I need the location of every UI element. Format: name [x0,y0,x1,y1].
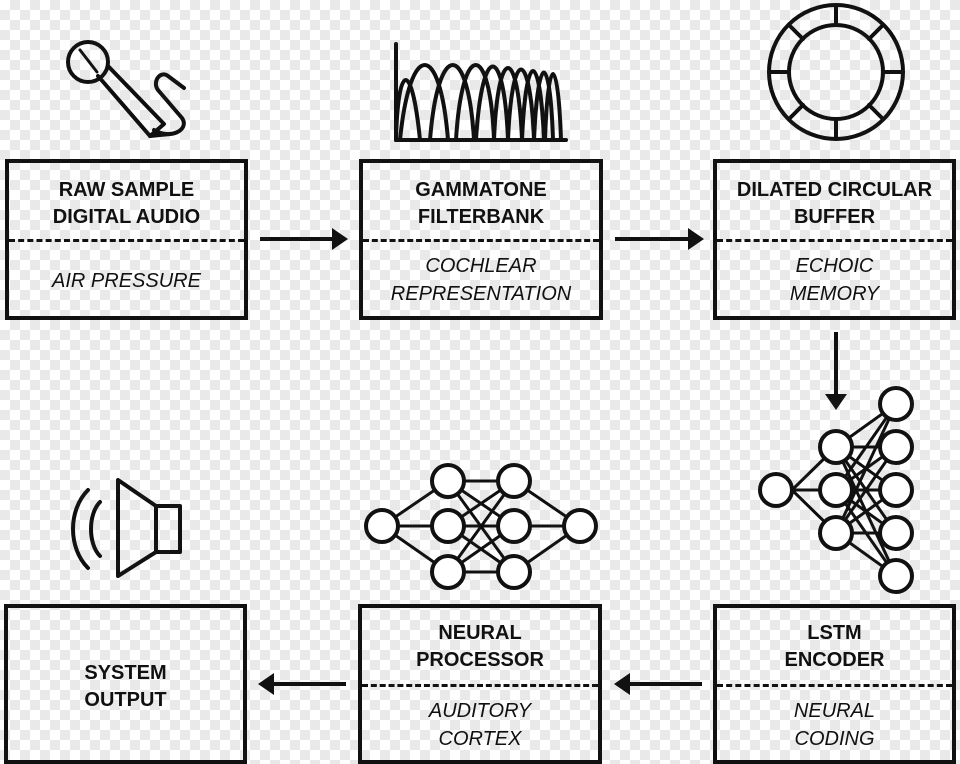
encoder-network-icon [758,386,914,594]
stage-subtitle: AUDITORY CORTEX [428,700,532,750]
filterbank-icon [394,42,568,142]
stage-title: SYSTEM OUTPUT [84,662,167,711]
stage-subtitle: ECHOIC MEMORY [789,255,880,305]
stage-title: RAW SAMPLE DIGITAL AUDIO [52,179,201,228]
dashed-divider [363,239,599,242]
stage-box-system-output: SYSTEM OUTPUT [4,604,247,764]
stage-title: NEURAL PROCESSOR [416,622,544,671]
arrow-4-to-5 [614,673,702,695]
stage-box-raw-sample: RAW SAMPLE DIGITAL AUDIO AIR PRESSURE [5,159,248,320]
stage-title: GAMMATONE FILTERBANK [415,179,547,228]
arrow-2-to-3 [615,228,704,250]
neural-network-icon [364,463,598,590]
microphone-icon [66,40,186,138]
stage-box-circular-buffer: DILATED CIRCULAR BUFFER ECHOIC MEMORY [713,159,956,320]
stage-title: LSTM ENCODER [784,622,885,671]
stage-subtitle: COCHLEAR REPRESENTATION [390,255,572,305]
dashed-divider [362,684,598,687]
dashed-divider [9,239,244,242]
arrow-5-to-6 [258,673,346,695]
stage-subtitle: AIR PRESSURE [52,270,201,292]
circular-buffer-icon [767,3,905,141]
speaker-icon [71,478,182,578]
arrow-3-to-4 [825,332,847,410]
stage-subtitle: NEURAL CODING [793,700,876,750]
arrow-1-to-2 [260,228,348,250]
stage-box-lstm-encoder: LSTM ENCODER NEURAL CODING [713,604,956,764]
stage-box-neural-processor: NEURAL PROCESSOR AUDITORY CORTEX [358,604,602,764]
dashed-divider [717,684,952,687]
stage-box-gammatone: GAMMATONE FILTERBANK COCHLEAR REPRESENTA… [359,159,603,320]
dashed-divider [717,239,952,242]
stage-title: DILATED CIRCULAR BUFFER [736,179,933,228]
